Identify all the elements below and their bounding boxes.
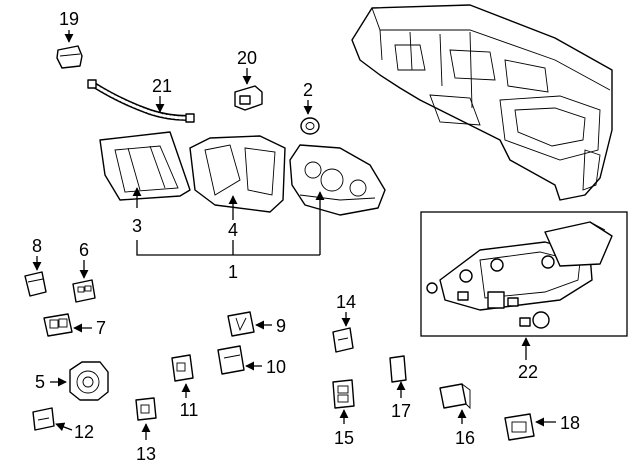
callout-18: 18: [560, 413, 580, 433]
callout-2: 2: [303, 80, 313, 100]
part-11-switch: [171, 354, 194, 382]
part-9-switch: [227, 311, 255, 337]
part-7-switch: [43, 313, 73, 337]
callout-21: 21: [152, 76, 172, 96]
part-3-cluster-lens: [99, 131, 191, 201]
callout-10: 10: [266, 357, 286, 377]
part-17-relay: [389, 355, 407, 383]
part-18-switch: [504, 413, 535, 441]
callout-15: 15: [334, 428, 354, 448]
callout-12: 12: [74, 422, 94, 442]
part-2-knob: [300, 117, 320, 135]
part-16-switch: [439, 383, 471, 410]
callout-14: 14: [336, 292, 356, 312]
callout-5: 5: [35, 372, 45, 392]
callout-19: 19: [59, 9, 79, 29]
part-21-cable: [87, 79, 195, 123]
part-19-clip: [56, 45, 83, 69]
callout-3: 3: [132, 216, 142, 236]
callout-20: 20: [237, 48, 257, 68]
part-8-switch: [24, 271, 47, 297]
callout-17: 17: [391, 401, 411, 421]
part-15-switch: [332, 379, 355, 409]
callout-11: 11: [180, 400, 199, 420]
callout-7: 7: [96, 318, 106, 338]
part-12-switch: [32, 407, 55, 431]
part-13-switch: [135, 397, 157, 421]
part-4-cluster-case: [189, 135, 286, 213]
part-6-switch: [72, 279, 96, 303]
instrument-panel: [351, 4, 613, 201]
callout-4: 4: [228, 220, 238, 240]
part-22-climate-control-box: [420, 211, 628, 337]
part-5-ignition-switch: [69, 361, 109, 401]
callout-8: 8: [32, 236, 42, 256]
part-10-switch: [217, 345, 245, 375]
callout-16: 16: [455, 428, 475, 448]
callout-1: 1: [228, 262, 238, 282]
part-14-switch: [332, 327, 354, 353]
part-1-cluster-assembly: [289, 144, 386, 216]
part-20-switch: [234, 85, 263, 111]
callout-labels: 19 20 21 2 3 4 1 8 6 7 5 12 13 11 9 10 1…: [32, 9, 580, 464]
callout-22: 22: [518, 362, 538, 382]
callout-9: 9: [276, 316, 286, 336]
callout-6: 6: [79, 240, 89, 260]
callout-13: 13: [136, 444, 156, 464]
